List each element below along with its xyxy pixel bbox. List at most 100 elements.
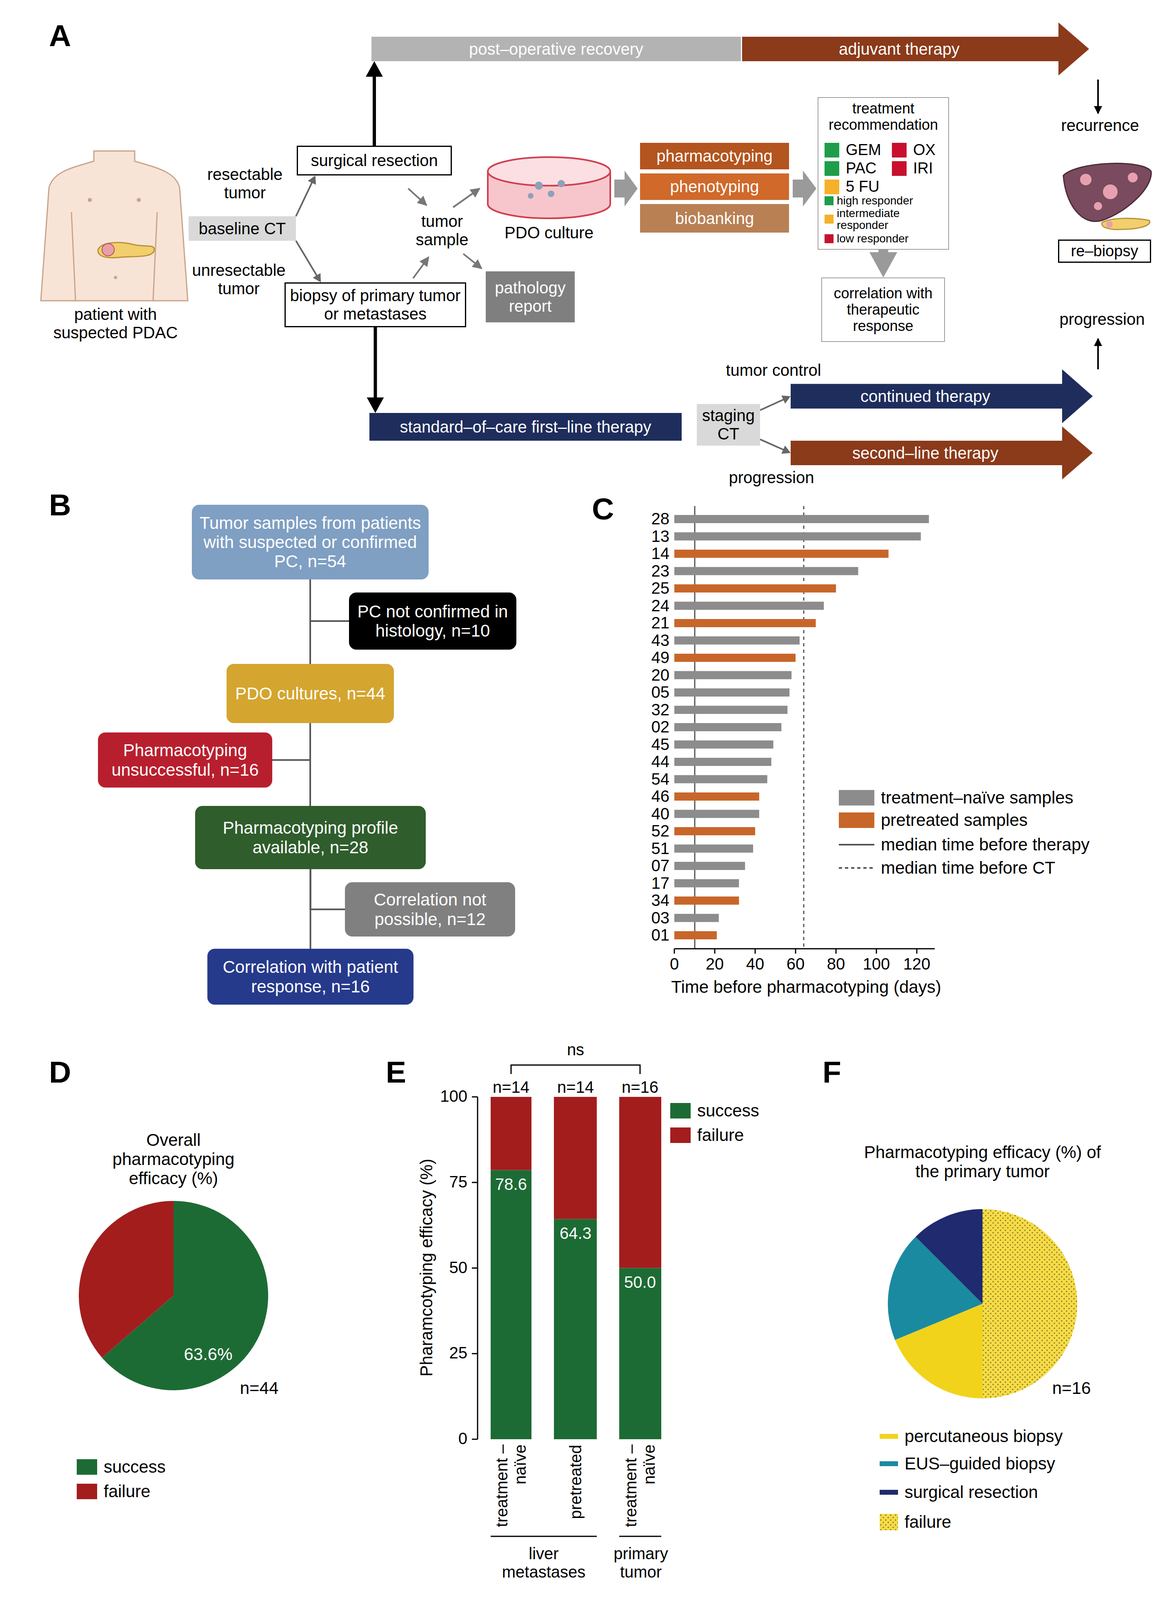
label: 13 — [624, 527, 670, 546]
bar-success — [553, 1219, 597, 1440]
label: 20 — [624, 666, 670, 685]
bar — [674, 896, 739, 905]
node-text: surgical resection — [310, 151, 438, 170]
label: 0 — [420, 1429, 468, 1449]
node-text: adjuvant therapy — [838, 40, 960, 59]
node-text: correlation with therapeutic response — [825, 285, 941, 335]
line-sample — [838, 867, 875, 870]
bar — [674, 706, 788, 715]
bar — [674, 584, 836, 593]
node-text: standard–of–care first–line therapy — [400, 417, 652, 437]
tick — [754, 949, 756, 954]
edge-label: resectable tumor — [197, 165, 292, 203]
process-box: re–biopsy — [1058, 239, 1152, 263]
node-text: PC not confirmed in histology, n=10 — [354, 602, 511, 641]
legend-swatch — [891, 161, 907, 176]
arrowhead — [781, 395, 791, 404]
bar — [674, 879, 739, 888]
legend-swatch — [891, 142, 907, 158]
label: 40 — [734, 955, 776, 974]
legend-text: EUS–guided biopsy — [904, 1455, 1056, 1474]
label: 54 — [624, 770, 670, 789]
connector — [310, 579, 311, 665]
tick — [795, 949, 797, 954]
process-box: Tumor samples from patients with suspect… — [191, 504, 429, 580]
node-text: pharmacotyping — [656, 146, 773, 166]
connector — [295, 175, 316, 217]
node-text: biopsy of primary tumor or metastases — [289, 286, 461, 324]
arrowhead — [366, 397, 385, 414]
node-text: Tumor samples from patients with suspect… — [197, 513, 423, 572]
label: 20 — [694, 955, 736, 974]
process-box: biopsy of primary tumor or metastases — [284, 282, 467, 328]
connector — [365, 61, 383, 146]
label: 52 — [624, 822, 670, 841]
node-text: Pharmacotyping profile available, n=28 — [200, 818, 421, 857]
connector-line — [295, 240, 318, 277]
label: 21 — [624, 613, 670, 633]
bar — [674, 862, 745, 871]
arrow-body — [742, 22, 1090, 76]
tick — [714, 949, 716, 954]
label: recurrence — [1038, 116, 1162, 135]
legend-text: success — [697, 1102, 760, 1121]
legend-sample — [879, 1514, 899, 1531]
legend-text: OX — [913, 142, 936, 159]
process-box: Correlation with patient response, n=16 — [207, 949, 414, 1005]
connector — [310, 723, 311, 807]
connector-line — [310, 579, 350, 622]
bar — [674, 619, 816, 628]
legend-swatch — [824, 142, 840, 158]
label: 05 — [624, 683, 670, 702]
process-box: surgical resection — [296, 145, 452, 176]
label: 07 — [624, 856, 670, 876]
label: pretreated — [566, 1444, 585, 1531]
legend-swatch — [879, 1514, 899, 1531]
bar — [674, 688, 790, 697]
label: 03 — [624, 909, 670, 928]
panel-letter: D — [48, 1055, 90, 1090]
bar-failure — [553, 1097, 597, 1220]
label: 80 — [815, 955, 857, 974]
connector — [869, 249, 898, 278]
process-box: PDO cultures, n=44 — [226, 664, 394, 724]
label: 100 — [855, 955, 897, 974]
bar — [674, 602, 824, 611]
arrowhead — [307, 175, 316, 185]
arrowhead — [781, 445, 791, 454]
label: 02 — [624, 718, 670, 737]
legend-sample — [838, 837, 875, 853]
node-text: staging CT — [700, 406, 756, 444]
bar-success — [619, 1268, 662, 1441]
process-box: phenotyping — [640, 173, 790, 201]
label: n=14 — [546, 1078, 605, 1097]
process-box: pharmacotyping — [640, 142, 790, 170]
x-axis — [674, 948, 935, 950]
panel-letter: C — [591, 491, 633, 527]
process-box: post–operative recovery — [371, 36, 741, 62]
arrow-band: second–line therapy — [790, 426, 1093, 480]
label: 28 — [624, 509, 670, 529]
bar — [674, 914, 719, 923]
label: 78.6 — [486, 1175, 536, 1194]
bar — [674, 671, 792, 680]
legend-text: percutaneous biopsy — [904, 1427, 1063, 1446]
tick — [471, 1267, 478, 1270]
arrowhead — [365, 61, 383, 77]
label: 44 — [624, 752, 670, 772]
edge-label: unresectable tumor — [185, 261, 292, 298]
bar — [674, 844, 754, 854]
label: 24 — [624, 596, 670, 616]
label: progression — [1040, 310, 1164, 329]
bar — [674, 723, 782, 732]
label: tumor sample — [407, 212, 477, 249]
significance-bracket — [511, 1065, 641, 1075]
bar — [674, 775, 768, 784]
legend-text: GEM — [845, 142, 882, 159]
legend-text: failure — [697, 1126, 744, 1145]
label: 63.6% — [167, 1344, 249, 1365]
process-box: pathology report — [485, 271, 575, 323]
node-text: baseline CT — [198, 219, 286, 238]
label: 32 — [624, 700, 670, 720]
legend-text: failure — [904, 1513, 952, 1532]
